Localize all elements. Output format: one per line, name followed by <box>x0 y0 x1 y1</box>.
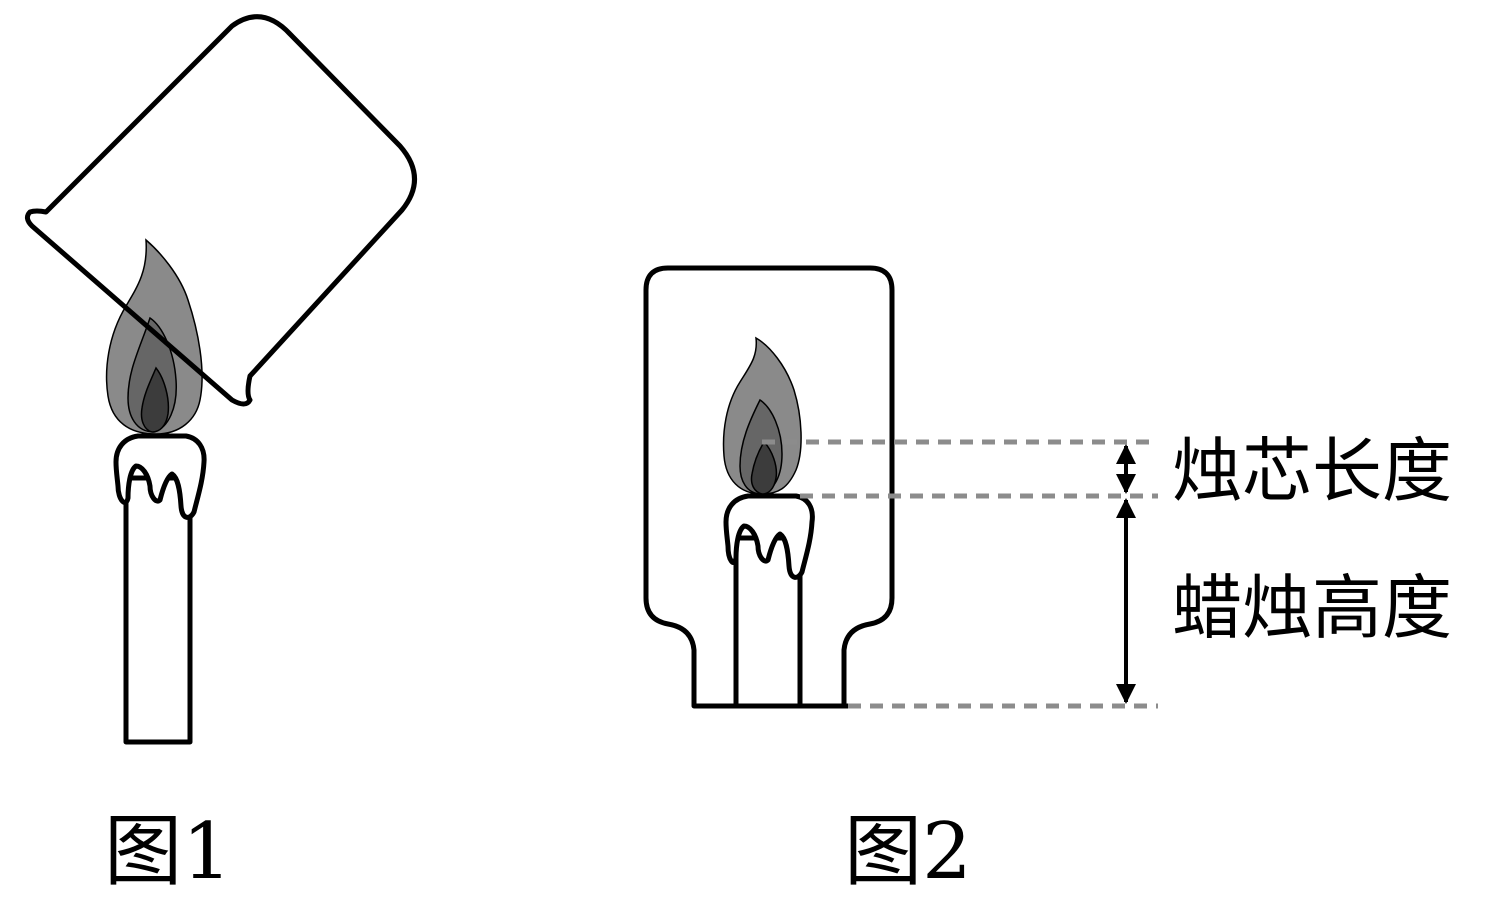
flame-1 <box>105 238 203 435</box>
flame-2-inner <box>750 440 778 495</box>
figure-2: 烛芯长度 蜡烛高度 图2 <box>643 265 1452 897</box>
candle-1-body <box>123 475 193 745</box>
candle-2-wax-top <box>723 493 815 580</box>
figure-2-label: 图2 <box>844 807 972 897</box>
flame-2 <box>722 336 802 495</box>
bell-jar <box>643 265 895 709</box>
flame-1-inner <box>140 366 170 433</box>
figure-1-label: 图1 <box>104 807 232 897</box>
wick-length-label: 烛芯长度 <box>1172 430 1452 512</box>
beaker-tilted <box>24 14 417 407</box>
candle-height-label: 蜡烛高度 <box>1172 567 1452 649</box>
candle-1 <box>113 433 207 745</box>
figure-1: 图1 <box>24 14 417 897</box>
candle-1-wax-top <box>113 433 207 520</box>
candle-2 <box>723 493 815 709</box>
